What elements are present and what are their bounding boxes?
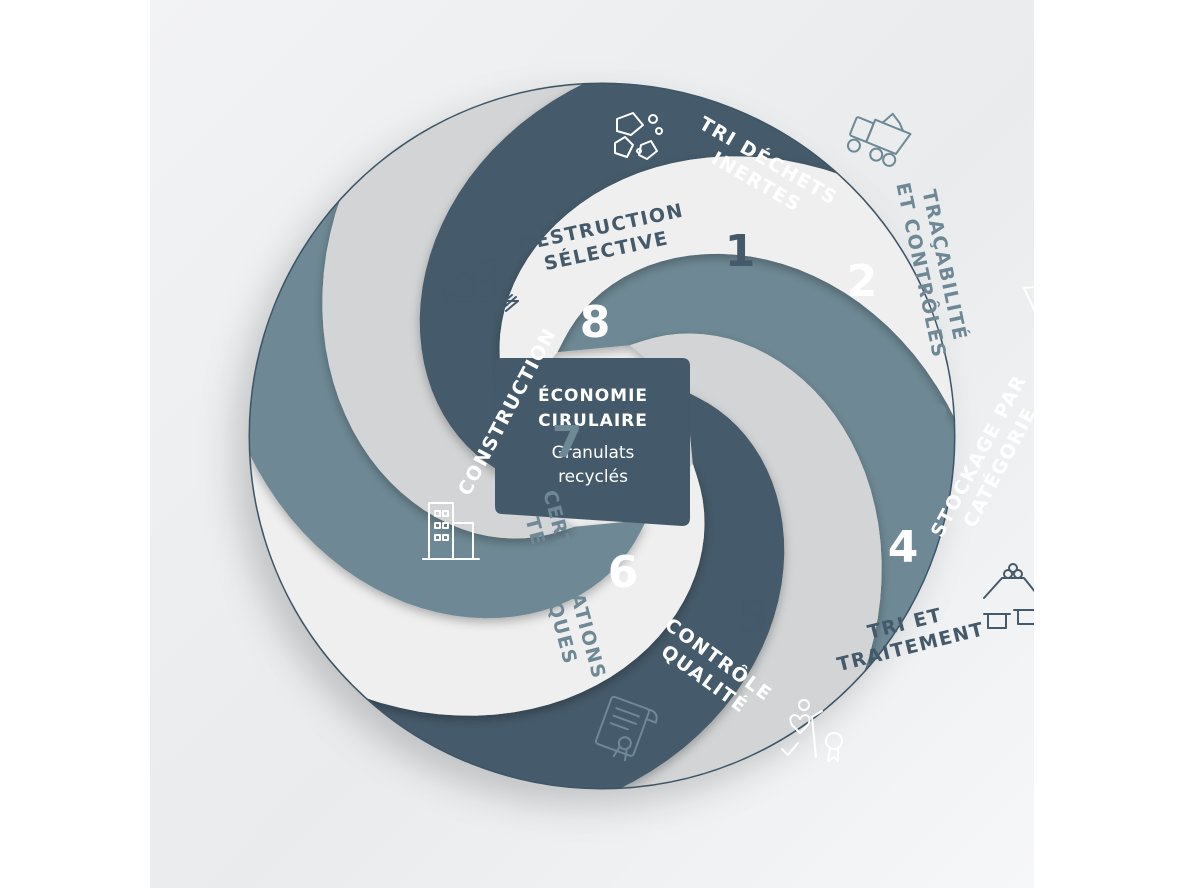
diagram-canvas: ÉCONOMIE CIRULAIRE Granulats recyclés 1 … (150, 0, 1034, 888)
dump-truck-icon (846, 112, 912, 167)
step-number-1: 1 (725, 226, 756, 277)
certificate-icon (594, 695, 658, 762)
aggregate-pile-icon (1023, 286, 1034, 312)
step-number-2: 2 (847, 256, 878, 307)
step-number-5: 5 (738, 592, 769, 643)
quality-badges-icon (781, 699, 843, 762)
swirl-band-6 (322, 84, 760, 539)
swirl-band-2 (444, 333, 882, 788)
swirl-band-8 (499, 156, 954, 594)
center-box: ÉCONOMIE CIRULAIRE Granulats recyclés (495, 358, 690, 526)
swirl-band-4 (250, 278, 705, 716)
rocks-icon (614, 112, 663, 160)
demolition-icon (441, 258, 519, 312)
circular-economy-diagram: ÉCONOMIE CIRULAIRE Granulats recyclés 1 … (248, 82, 1034, 790)
building-icon (422, 502, 480, 560)
step-number-4: 4 (888, 522, 919, 573)
center-subtitle-line2: recyclés (558, 467, 628, 487)
center-title-line2: CIRULAIRE (538, 411, 648, 431)
step-number-3: 3 (920, 396, 951, 447)
center-title-line1: ÉCONOMIE (538, 384, 648, 406)
step-number-6: 6 (608, 547, 639, 598)
center-subtitle-line1: Granulats (552, 443, 635, 463)
step-number-7: 7 (552, 417, 583, 468)
step-number-8: 8 (580, 297, 611, 348)
sorting-machine-icon (983, 563, 1034, 629)
